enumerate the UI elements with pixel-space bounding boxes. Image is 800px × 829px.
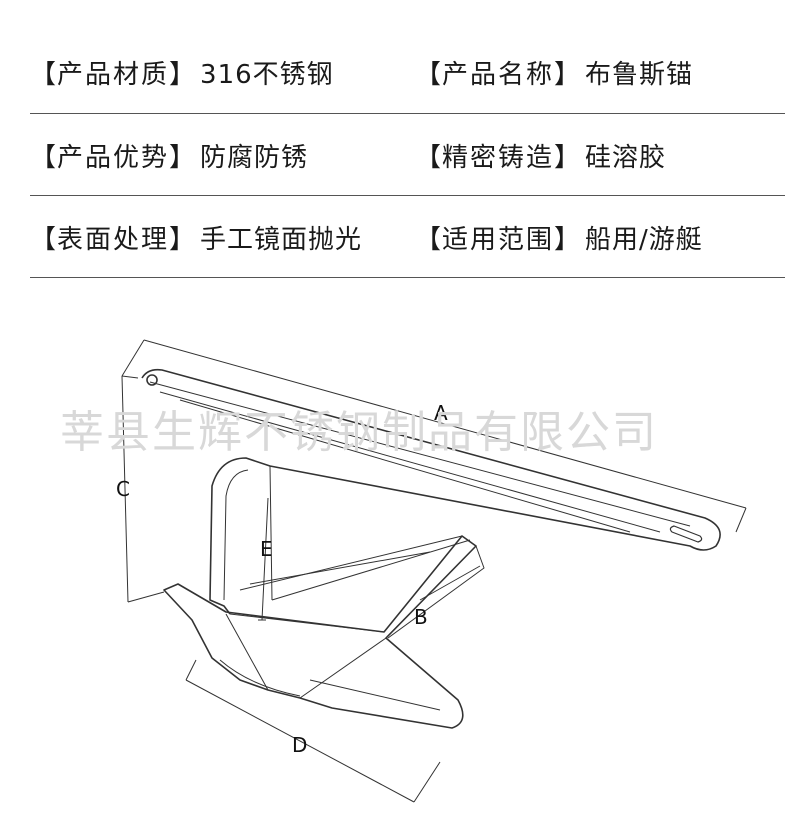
divider bbox=[30, 277, 785, 278]
spec-material: 【产品材质】316不锈钢 bbox=[30, 30, 334, 114]
spec-value: 布鲁斯锚 bbox=[585, 59, 694, 90]
spec-product-name: 【产品名称】布鲁斯锚 bbox=[415, 30, 693, 114]
spec-row-2: 【产品优势】防腐防锈 【精密铸造】硅溶胶 bbox=[30, 114, 785, 196]
spec-value: 船用/游艇 bbox=[585, 224, 703, 255]
spec-value: 防腐防锈 bbox=[200, 142, 309, 173]
dimension-b-label: B bbox=[414, 605, 428, 629]
spec-value: 316不锈钢 bbox=[200, 59, 334, 90]
dimension-d-line bbox=[185, 659, 441, 803]
spec-label: 表面处理 bbox=[57, 224, 170, 255]
dimension-c-line bbox=[121, 375, 165, 603]
dimension-a-line bbox=[121, 339, 747, 533]
spec-usage: 【适用范围】船用/游艇 bbox=[415, 196, 703, 278]
anchor-drawing: A B C D E 莘县生辉不锈钢制品有限公司 bbox=[0, 300, 800, 829]
spec-casting: 【精密铸造】硅溶胶 bbox=[415, 114, 666, 196]
spec-row-1: 【产品材质】316不锈钢 【产品名称】布鲁斯锚 bbox=[30, 30, 785, 114]
spec-label: 产品材质 bbox=[57, 59, 170, 90]
dimension-c-label: C bbox=[116, 477, 130, 501]
anchor-line-drawing: A B C D E bbox=[116, 339, 747, 803]
spec-label: 产品名称 bbox=[442, 59, 555, 90]
company-watermark: 莘县生辉不锈钢制品有限公司 bbox=[60, 407, 658, 458]
dimension-b-line bbox=[387, 545, 485, 639]
dimension-e-line bbox=[258, 497, 269, 621]
dimension-a-label: A bbox=[434, 401, 448, 425]
spec-advantage: 【产品优势】防腐防锈 bbox=[30, 114, 308, 196]
divider bbox=[30, 195, 785, 196]
dimension-d-label: D bbox=[292, 733, 307, 757]
divider bbox=[30, 113, 785, 114]
anchor-shank bbox=[141, 368, 721, 615]
spec-surface: 【表面处理】手工镜面抛光 bbox=[30, 196, 362, 278]
spec-value: 手工镜面抛光 bbox=[200, 224, 363, 255]
spec-table: 【产品材质】316不锈钢 【产品名称】布鲁斯锚 【产品优势】防腐防锈 【精密铸造… bbox=[30, 30, 785, 278]
spec-label: 适用范围 bbox=[442, 224, 555, 255]
spec-label: 产品优势 bbox=[57, 142, 170, 173]
spec-value: 硅溶胶 bbox=[585, 142, 667, 173]
spec-row-3: 【表面处理】手工镜面抛光 【适用范围】船用/游艇 bbox=[30, 196, 785, 278]
spec-label: 精密铸造 bbox=[442, 142, 555, 173]
dimension-e-label: E bbox=[260, 537, 273, 561]
anchor-shank-slot bbox=[669, 525, 703, 543]
